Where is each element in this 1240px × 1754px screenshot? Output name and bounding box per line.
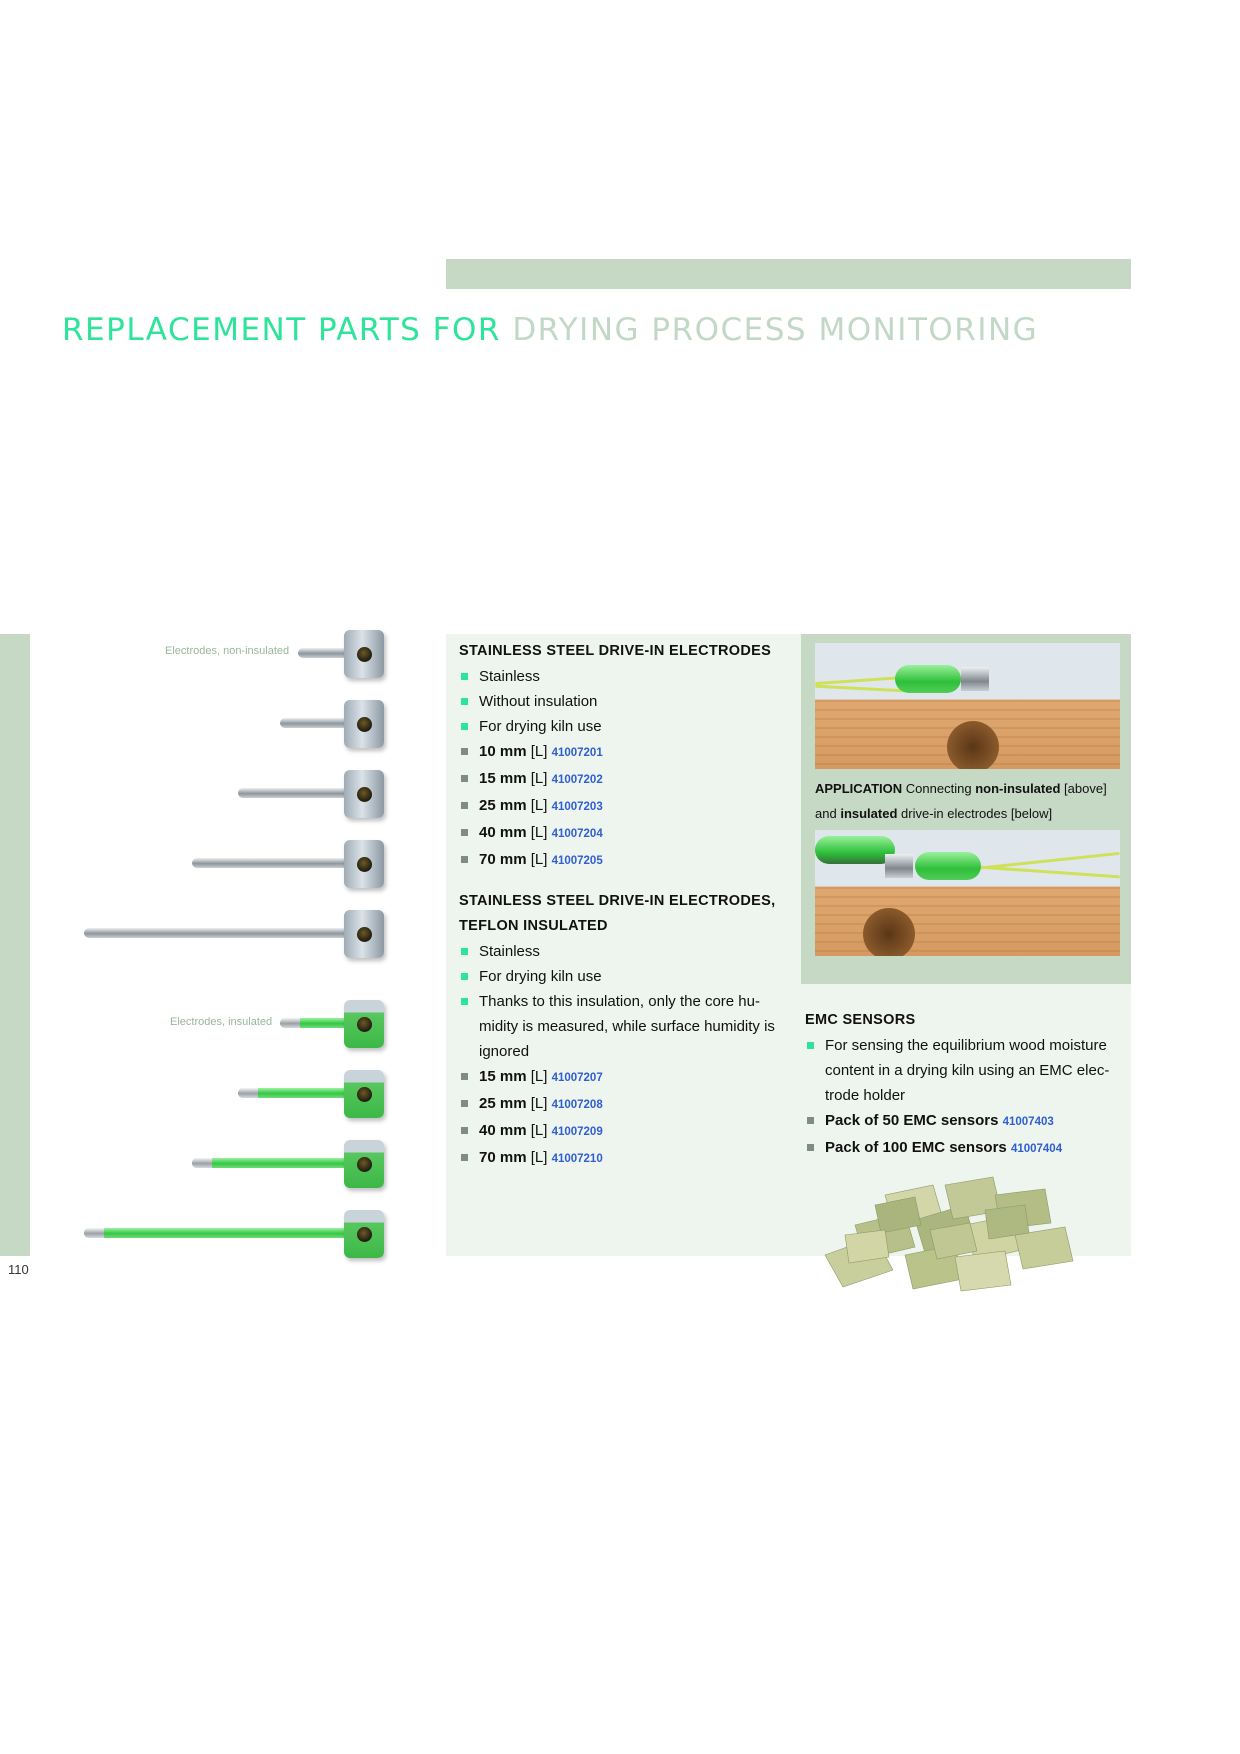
article-code: 41007202 (551, 774, 603, 786)
bullet-icon (461, 748, 468, 755)
variant-item: 10 mm [L] 41007201 (459, 739, 771, 766)
variant-item: 15 mm [L] 41007207 (459, 1064, 789, 1091)
bullet-icon (461, 829, 468, 836)
bullet-icon (461, 948, 468, 955)
bullet-icon (461, 998, 468, 1005)
electrode-image (192, 1140, 384, 1188)
electrode-image (238, 1070, 384, 1118)
steel-electrodes-section: STAINLESS STEEL DRIVE-IN ELECTRODES Stai… (459, 639, 771, 874)
bullet-icon (807, 1042, 814, 1049)
application-photo-top (815, 643, 1120, 769)
bullet-icon (461, 673, 468, 680)
list-item: For drying kiln use (459, 964, 789, 989)
list-item: Without insulation (459, 689, 771, 714)
bullet-icon (461, 1073, 468, 1080)
article-code: 41007403 (1002, 1116, 1054, 1128)
article-code: 41007209 (551, 1126, 603, 1138)
title-subtitle: DRYING PROCESS MONITORING (512, 312, 1039, 348)
variant-item: 70 mm [L] 41007205 (459, 847, 771, 874)
list-item: Stainless (459, 939, 789, 964)
teflon-heading-line2: TEFLON INSULATED (459, 918, 608, 934)
article-code: 41007208 (551, 1099, 603, 1111)
emc-sensors-image (824, 1176, 1074, 1292)
electrode-image (192, 840, 384, 888)
electrode-image (280, 700, 384, 748)
bullet-icon (807, 1117, 814, 1124)
caption-non-insulated: Electrodes, non-insulated (165, 645, 290, 657)
side-band (0, 634, 30, 1256)
electrode-image (298, 630, 384, 678)
bullet-icon (461, 1127, 468, 1134)
article-code: 41007210 (551, 1153, 603, 1165)
list-item: For sensing the equilibrium wood moistur… (805, 1033, 1135, 1108)
emc-sensors-section: EMC SENSORS For sensing the equilibrium … (805, 1008, 1135, 1162)
variant-item: 15 mm [L] 41007202 (459, 766, 771, 793)
page-title: REPLACEMENT PARTS FOR DRYING PROCESS MON… (62, 312, 1038, 348)
variant-item: 25 mm [L] 41007208 (459, 1091, 789, 1118)
header-band (446, 259, 1131, 289)
electrode-image (238, 770, 384, 818)
article-code: 41007203 (551, 801, 603, 813)
steel-heading: STAINLESS STEEL DRIVE-IN ELECTRODES (459, 643, 772, 659)
bullet-icon (461, 856, 468, 863)
variant-item: 40 mm [L] 41007209 (459, 1118, 789, 1145)
list-item: For drying kiln use (459, 714, 771, 739)
article-code: 41007404 (1010, 1143, 1063, 1155)
bullet-icon (461, 723, 468, 730)
bullet-icon (461, 698, 468, 705)
application-photo-bottom (815, 830, 1120, 956)
bullet-icon (461, 1100, 468, 1107)
bullet-icon (461, 802, 468, 809)
electrode-image (84, 1210, 384, 1258)
article-code: 41007201 (551, 747, 603, 759)
bullet-icon (461, 1154, 468, 1161)
article-code: 41007204 (551, 828, 603, 840)
variant-item: 25 mm [L] 41007203 (459, 793, 771, 820)
bullet-icon (461, 775, 468, 782)
teflon-electrodes-section: STAINLESS STEEL DRIVE-IN ELECTRODES, TEF… (459, 889, 789, 1172)
electrode-image (280, 1000, 384, 1048)
caption-insulated: Electrodes, insulated (170, 1016, 273, 1028)
variant-item: 40 mm [L] 41007204 (459, 820, 771, 847)
electrode-image (84, 910, 384, 958)
variant-item: Pack of 50 EMC sensors 41007403 (805, 1108, 1135, 1135)
list-item: Thanks to this insulation, only the core… (459, 989, 789, 1064)
teflon-heading-line1: STAINLESS STEEL DRIVE-IN ELECTRODES, (459, 893, 776, 909)
bullet-icon (461, 973, 468, 980)
title-accent: REPLACEMENT PARTS FOR (62, 312, 501, 348)
application-caption: APPLICATION Connecting non-insulated [ab… (815, 781, 1107, 821)
bullet-icon (807, 1144, 814, 1151)
emc-heading: EMC SENSORS (805, 1012, 916, 1028)
list-item: Stainless (459, 664, 771, 689)
variant-item: Pack of 100 EMC sensors 41007404 (805, 1135, 1135, 1162)
article-code: 41007207 (551, 1072, 603, 1084)
article-code: 41007205 (551, 855, 603, 867)
variant-item: 70 mm [L] 41007210 (459, 1145, 789, 1172)
page-number: 110 (8, 1262, 29, 1277)
